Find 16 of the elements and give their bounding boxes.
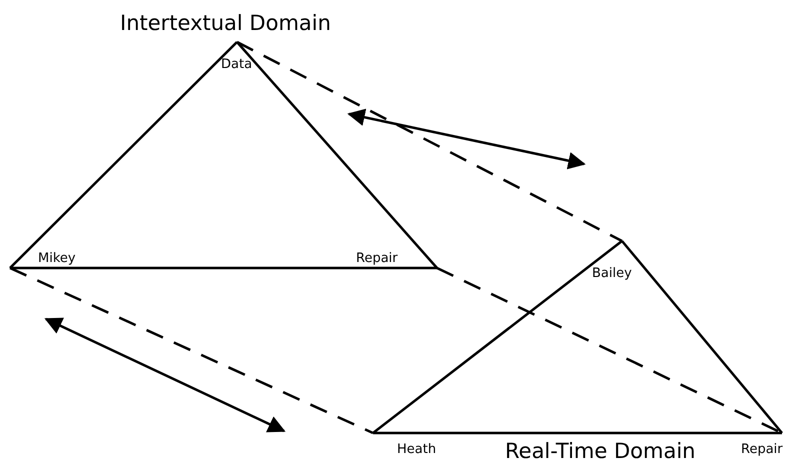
triangle-side [10,266,437,270]
triangle-side [236,41,438,269]
dashed-line [9,266,374,434]
triangle-side [621,240,783,434]
triangle-side [373,432,782,434]
triangle-side [9,41,238,269]
domain-title: Real-Time Domain [505,438,696,464]
vertex-label: Repair [741,442,783,458]
vertex-label: Repair [356,251,398,267]
vertex-label: Mikey [38,251,76,267]
dashed-line [236,40,623,242]
domain-title: Intertextual Domain [120,10,331,36]
vertex-label: Heath [397,442,436,458]
triangle-side [372,240,623,434]
vertex-label: Data [221,57,252,73]
vertex-label: Bailey [592,266,632,282]
